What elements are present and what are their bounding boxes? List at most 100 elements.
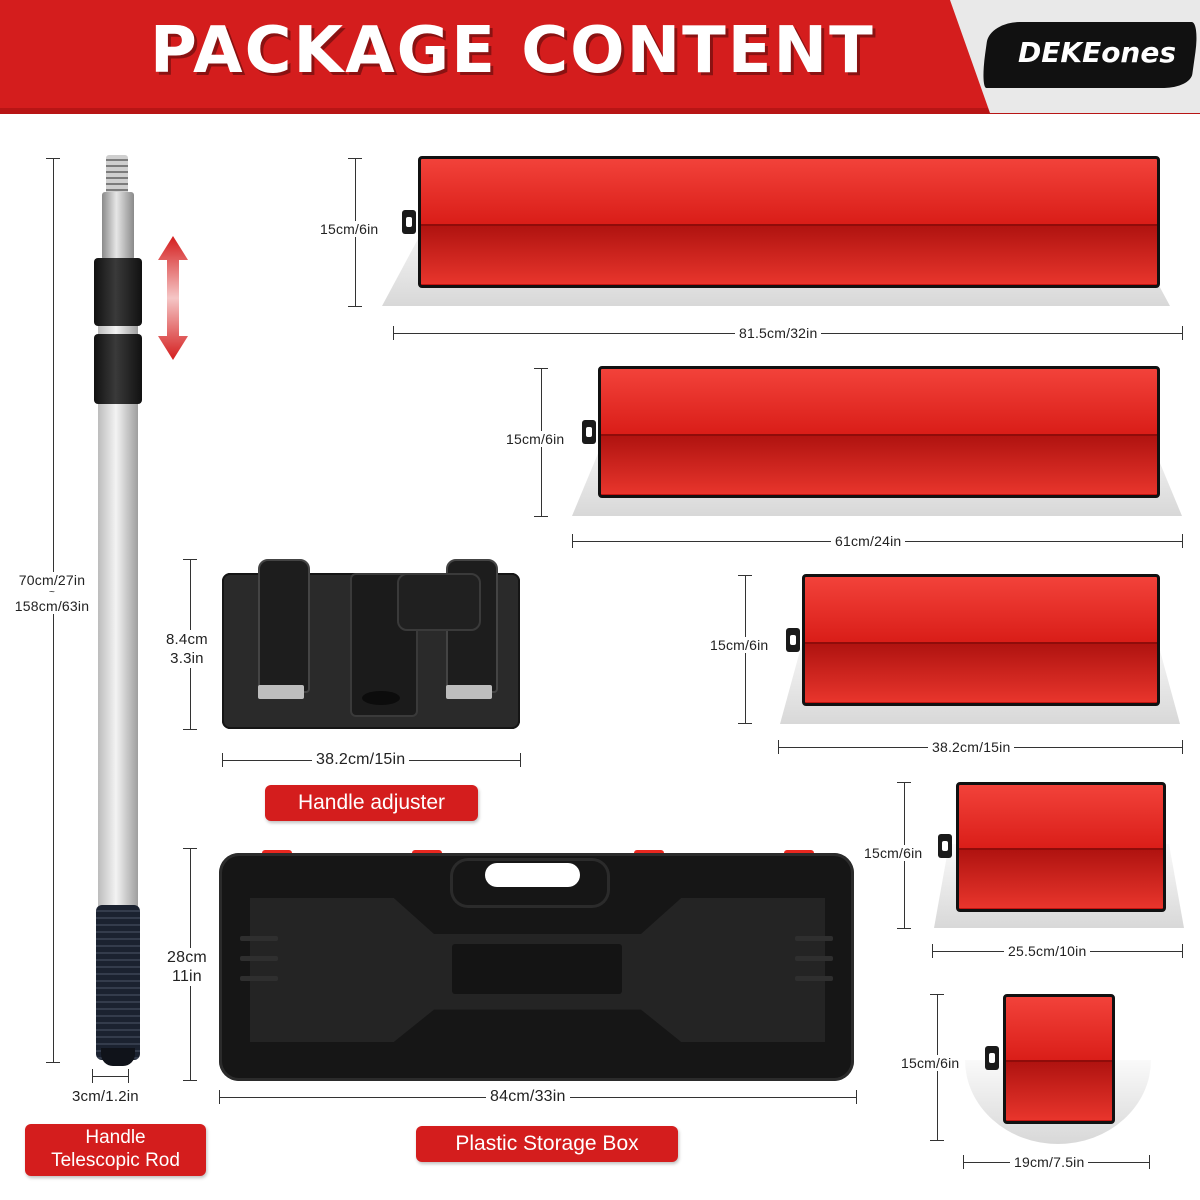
box-tag: Plastic Storage Box bbox=[416, 1126, 678, 1162]
dimension-cap bbox=[932, 944, 933, 958]
dimension-cap bbox=[778, 740, 779, 754]
dimension-cap bbox=[128, 1069, 129, 1083]
rod-length-min: 70cm/27in bbox=[18, 572, 86, 588]
case-rib bbox=[795, 976, 833, 981]
storage-box-handle-opening bbox=[485, 863, 580, 887]
adjuster-elbow bbox=[397, 573, 481, 631]
rod-diameter-label: 3cm/1.2in bbox=[72, 1088, 139, 1105]
blade-61cm bbox=[570, 366, 1186, 516]
blade-clip bbox=[402, 210, 416, 234]
rod-upper-ferrule bbox=[102, 192, 134, 260]
blade-ridge bbox=[959, 848, 1163, 908]
adjuster-height-cm: 8.4cm bbox=[166, 631, 208, 648]
adjuster-plate bbox=[258, 685, 304, 699]
dimension-cap bbox=[534, 368, 548, 369]
blade-ridge bbox=[1006, 1060, 1112, 1120]
rod-length-separator: ~ bbox=[48, 587, 56, 598]
dimension-cap bbox=[46, 1062, 60, 1063]
box-width-label: 84cm/33in bbox=[486, 1088, 570, 1106]
box-height-label: 28cm 11in bbox=[163, 948, 211, 986]
rod-tag: Handle Telescopic Rod bbox=[25, 1124, 206, 1176]
rod-end-cap bbox=[101, 1048, 135, 1066]
adjuster-socket-hole bbox=[362, 691, 400, 705]
blade-clip bbox=[938, 834, 952, 858]
case-rib bbox=[240, 976, 278, 981]
case-rib bbox=[240, 936, 278, 941]
handle-adjuster bbox=[222, 559, 520, 729]
blade-clip bbox=[985, 1046, 999, 1070]
blade-ridge bbox=[421, 224, 1157, 284]
dimension-cap bbox=[930, 1140, 944, 1141]
dimension-cap bbox=[222, 753, 223, 767]
dimension-cap bbox=[393, 326, 394, 340]
dimension-cap bbox=[348, 306, 362, 307]
dimension-cap bbox=[183, 848, 197, 849]
dimension-cap bbox=[930, 994, 944, 995]
dimension-cap bbox=[1182, 944, 1183, 958]
dimension-cap bbox=[856, 1090, 857, 1104]
dimension-cap bbox=[963, 1155, 964, 1169]
rod-tag-line1: Handle bbox=[85, 1127, 146, 1148]
blade2-width-label: 61cm/24in bbox=[831, 533, 906, 549]
dimension-cap bbox=[897, 782, 911, 783]
adjuster-height-in: 3.3in bbox=[170, 650, 204, 667]
rod-lock-collar bbox=[94, 334, 142, 404]
rod-threaded-tip bbox=[106, 155, 128, 195]
blade-38cm bbox=[778, 574, 1186, 724]
brand-logo: DEKEones bbox=[1018, 36, 1177, 69]
case-rib bbox=[795, 956, 833, 961]
dimension-cap bbox=[738, 723, 752, 724]
blade5-width-label: 19cm/7.5in bbox=[1010, 1154, 1089, 1170]
page-title: PACKAGE CONTENT bbox=[150, 14, 875, 88]
dimension-cap bbox=[92, 1069, 93, 1083]
blade-ridge bbox=[805, 642, 1157, 702]
dimension-cap bbox=[1182, 534, 1183, 548]
adjuster-tag: Handle adjuster bbox=[265, 785, 478, 821]
case-rib bbox=[795, 936, 833, 941]
header-divider bbox=[0, 108, 1200, 114]
storage-box-label-panel bbox=[452, 944, 622, 994]
dimension-cap bbox=[534, 516, 548, 517]
blade-81cm bbox=[380, 156, 1182, 306]
adjuster-height-label: 8.4cm 3.3in bbox=[162, 630, 212, 668]
case-rib bbox=[240, 956, 278, 961]
blade3-height-label: 15cm/6in bbox=[706, 637, 773, 653]
rod-diameter-dimension-line bbox=[92, 1076, 128, 1077]
blade1-width-label: 81.5cm/32in bbox=[735, 325, 822, 341]
dimension-cap bbox=[738, 575, 752, 576]
blade-ridge bbox=[601, 434, 1157, 494]
blade-19cm bbox=[963, 994, 1153, 1144]
double-arrow-vertical-icon bbox=[158, 236, 188, 360]
blade1-height-label: 15cm/6in bbox=[316, 221, 383, 237]
blade4-width-label: 25.5cm/10in bbox=[1004, 943, 1091, 959]
rod-length-max: 158cm/63in bbox=[14, 598, 90, 614]
dimension-cap bbox=[520, 753, 521, 767]
dimension-cap bbox=[572, 534, 573, 548]
dimension-cap bbox=[1182, 740, 1183, 754]
rod-grip bbox=[96, 905, 140, 1060]
rod-lock-collar bbox=[94, 258, 142, 326]
blade5-height-label: 15cm/6in bbox=[897, 1055, 964, 1071]
rod-tag-line2: Telescopic Rod bbox=[51, 1150, 180, 1171]
blade-clip bbox=[786, 628, 800, 652]
blade2-height-label: 15cm/6in bbox=[502, 431, 569, 447]
adjuster-plate bbox=[446, 685, 492, 699]
dimension-cap bbox=[183, 559, 197, 560]
blade-25cm bbox=[932, 782, 1186, 928]
dimension-cap bbox=[46, 158, 60, 159]
dimension-cap bbox=[1182, 326, 1183, 340]
dimension-cap bbox=[348, 158, 362, 159]
box-height-in: 11in bbox=[172, 968, 202, 985]
dimension-cap bbox=[897, 928, 911, 929]
box-height-cm: 28cm bbox=[167, 949, 207, 966]
adjuster-clamp bbox=[258, 559, 310, 693]
rod-length-label: 70cm/27in ~ 158cm/63in bbox=[6, 572, 98, 614]
blade3-width-label: 38.2cm/15in bbox=[928, 739, 1015, 755]
dimension-cap bbox=[1149, 1155, 1150, 1169]
dimension-cap bbox=[183, 729, 197, 730]
dimension-cap bbox=[183, 1080, 197, 1081]
adjuster-width-label: 38.2cm/15in bbox=[312, 751, 410, 769]
dimension-cap bbox=[219, 1090, 220, 1104]
blade4-height-label: 15cm/6in bbox=[860, 845, 927, 861]
blade-clip bbox=[582, 420, 596, 444]
